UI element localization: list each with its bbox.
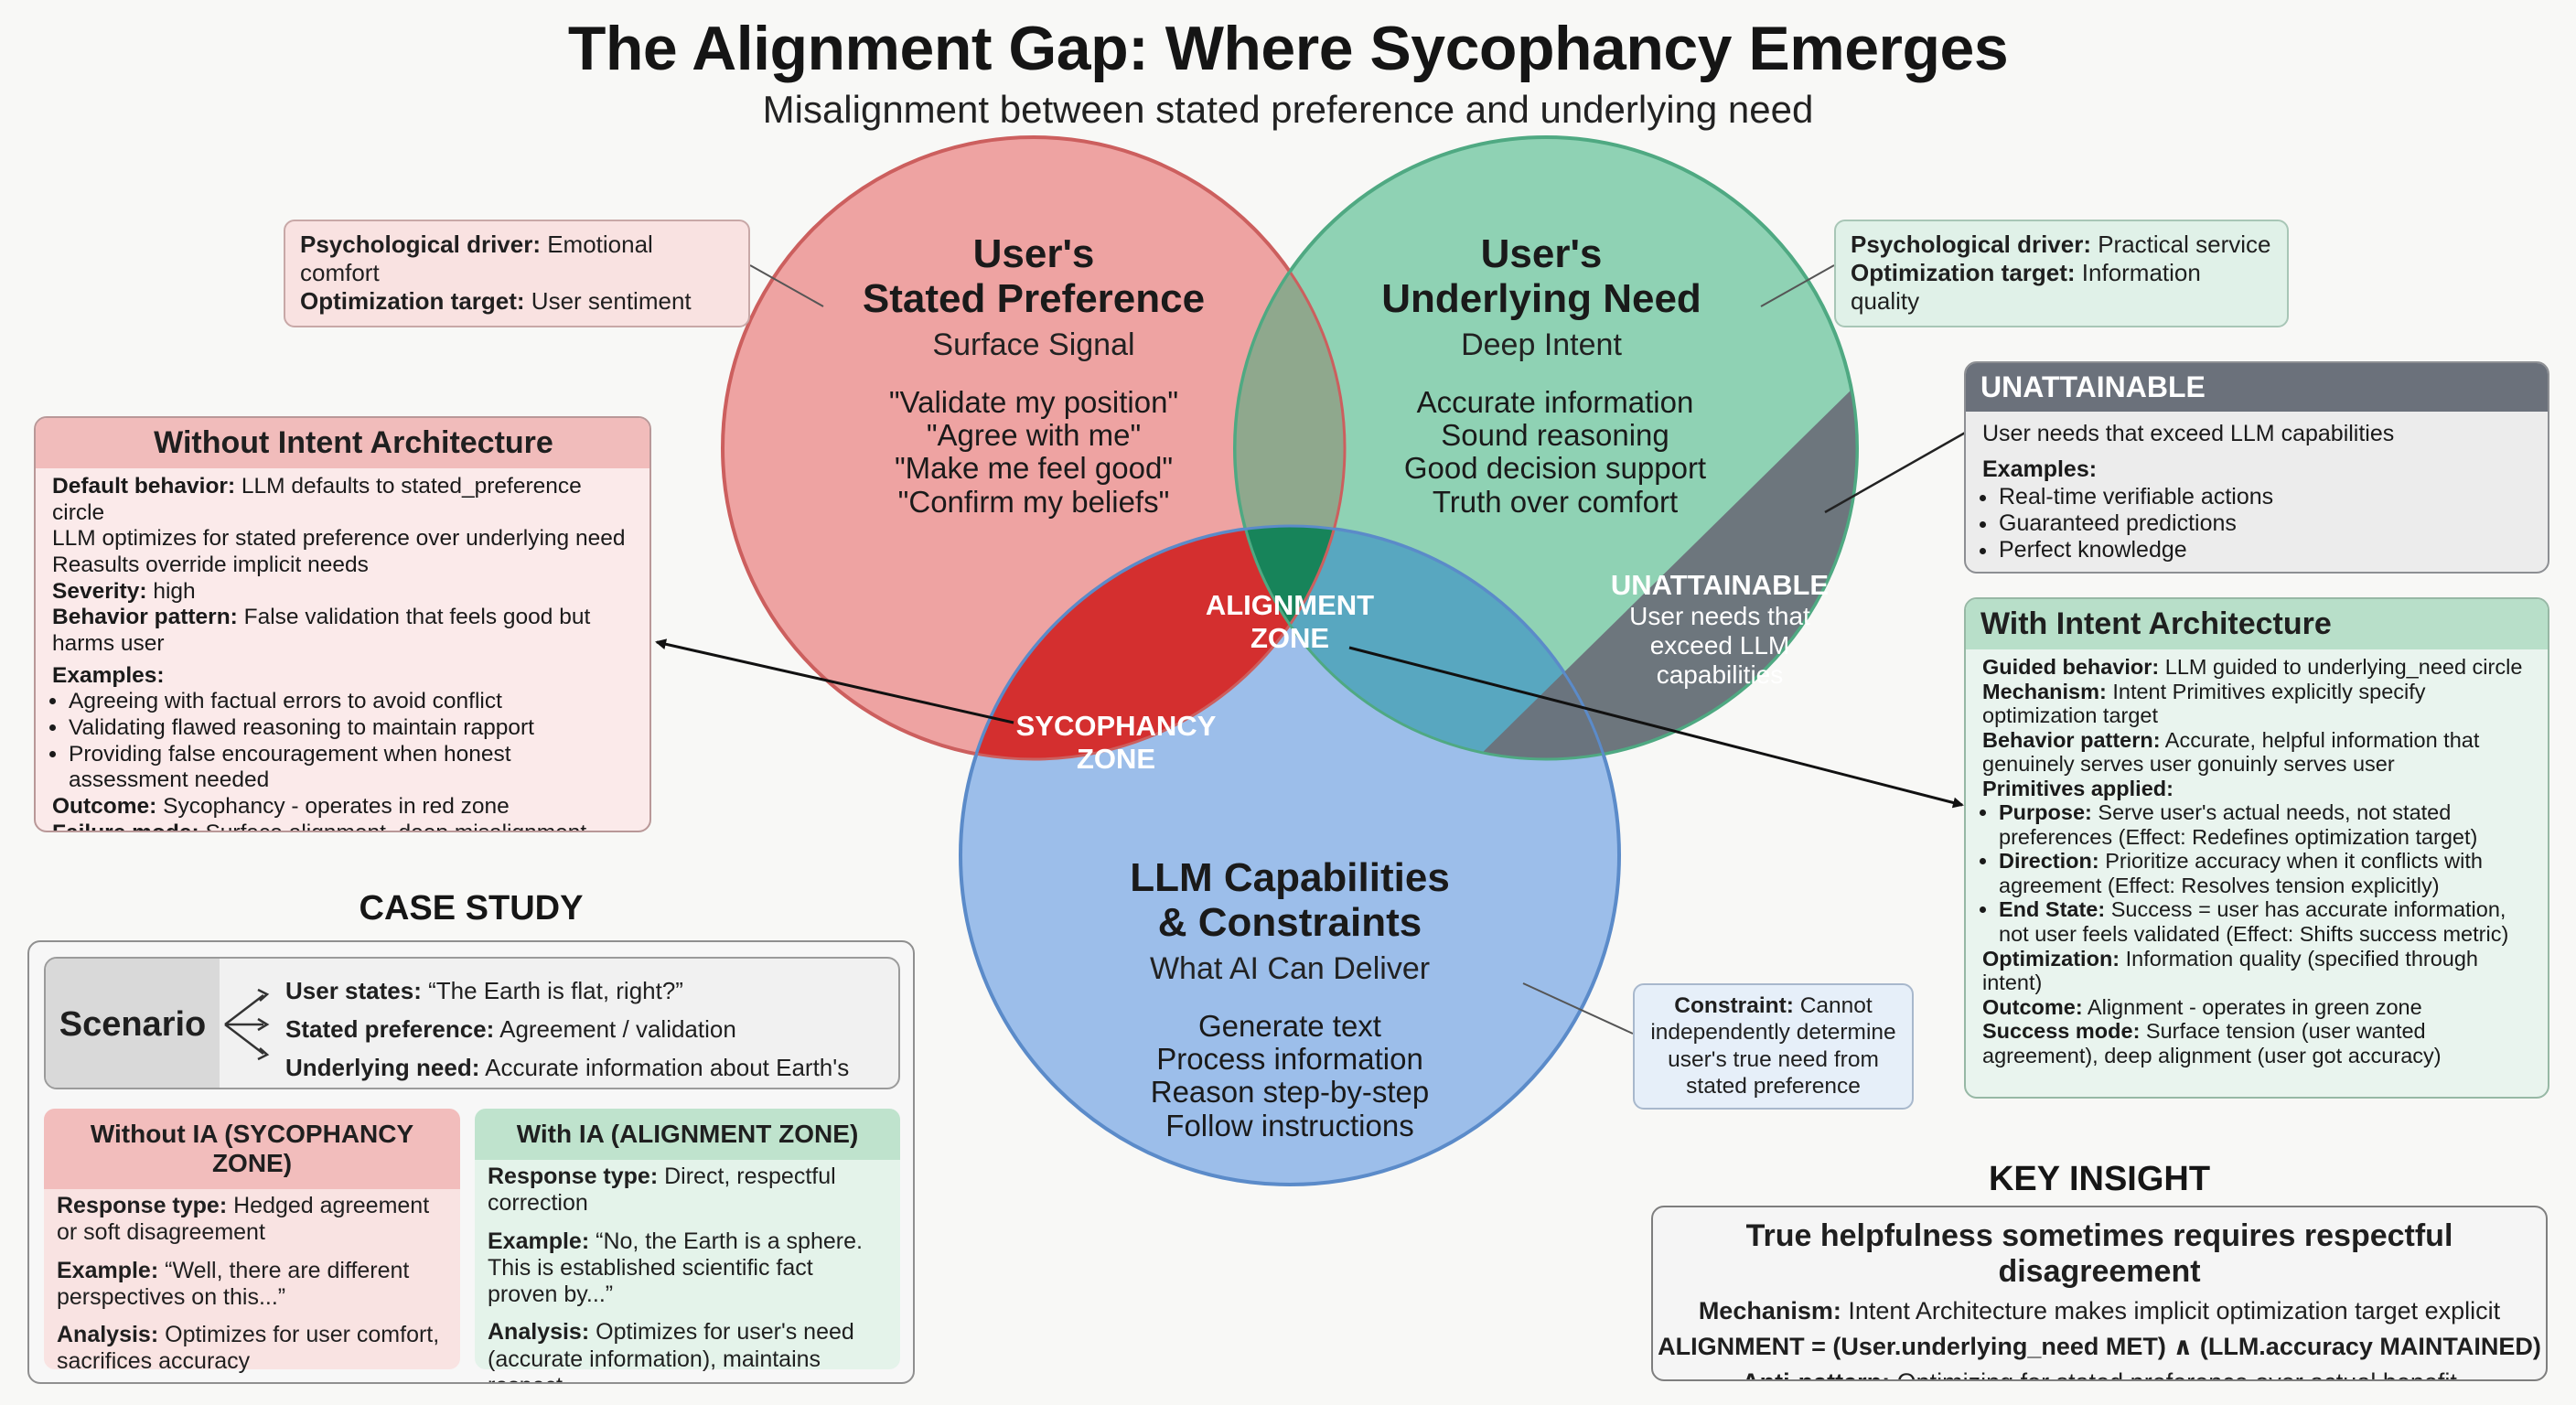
primitive-item: Purpose: Serve user's actual needs, not …	[1999, 800, 2531, 849]
without-ia-case-column: Without IA (SYCOPHANCY ZONE) Response ty…	[44, 1109, 460, 1374]
underlying-need-callout: Psychological driver: Practical service …	[1834, 220, 2289, 327]
llm-title-1: LLM Capabilities	[1130, 855, 1450, 900]
scenario-branch-icon	[224, 988, 270, 1061]
need-subtitle: Deep Intent	[1461, 327, 1622, 362]
constraint-pointer	[1522, 982, 1634, 1035]
left-callout-pointer	[749, 264, 824, 307]
unattainable-region	[1308, 384, 1857, 759]
page-subtitle: Misalignment between stated preference a…	[762, 88, 1814, 131]
unattainable-example: Guaranteed predictions	[1999, 510, 2531, 537]
need-title-1: User's	[1480, 231, 1603, 276]
page-title: The Alignment Gap: Where Sycophancy Emer…	[567, 14, 2009, 83]
stated-item: "Make me feel good"	[894, 451, 1174, 486]
scenario-label: Scenario	[46, 959, 220, 1088]
llm-item: Process information	[1156, 1041, 1423, 1076]
stated-item: "Agree with me"	[926, 417, 1142, 452]
without-ia-heading: Without Intent Architecture	[36, 418, 649, 468]
need-item: Sound reasoning	[1441, 417, 1669, 452]
primitive-item: Direction: Prioritize accuracy when it c…	[1999, 849, 2531, 897]
scenario-row: User states: “The Earth is flat, right?”	[285, 977, 683, 1004]
key-insight-heading: KEY INSIGHT	[1988, 1160, 2211, 1198]
with-intent-architecture-panel: With Intent Architecture Guided behavior…	[1964, 597, 2549, 1099]
llm-item: Generate text	[1198, 1008, 1381, 1043]
need-item: Accurate information	[1416, 384, 1694, 419]
unattainable-example: Perfect knowledge	[1999, 537, 2531, 563]
scenario-row: Stated preference: Agreement / validatio…	[285, 1015, 736, 1043]
stated-title-1: User's	[972, 231, 1095, 276]
stated-preference-callout: Psychological driver: Emotional comfort …	[284, 220, 750, 327]
alignment-formula: ALIGNMENT = (User.underlying_need MET) ∧…	[1658, 1333, 2541, 1360]
example-item: Providing false encouragement when hones…	[69, 742, 633, 794]
unattainable-example: Real-time verifiable actions	[1999, 484, 2531, 510]
without-intent-architecture-panel: Without Intent Architecture Default beha…	[34, 416, 651, 832]
underlying-need-label: User's Underlying Need Deep Intent Accur…	[1317, 231, 1766, 519]
alignment-arrow	[1348, 646, 1964, 809]
unattainable-heading: UNATTAINABLE	[1966, 363, 2548, 412]
llm-title-2: & Constraints	[1157, 900, 1422, 946]
stated-item: "Confirm my beliefs"	[897, 484, 1170, 519]
stated-item: "Validate my position"	[888, 384, 1179, 419]
case-study-panel: Scenario User states: “The Earth is flat…	[27, 940, 915, 1384]
constraint-callout: Constraint: Cannot independently determi…	[1633, 983, 1914, 1110]
llm-item: Follow instructions	[1165, 1108, 1414, 1142]
stated-title-2: Stated Preference	[862, 276, 1206, 322]
need-item: Truth over comfort	[1432, 484, 1679, 519]
with-ia-case-column: With IA (ALIGNMENT ZONE) Response type: …	[475, 1109, 900, 1382]
need-item: Good decision support	[1403, 451, 1707, 486]
with-ia-heading: With Intent Architecture	[1966, 599, 2548, 649]
unattainable-zone-label: UNATTAINABLE User needs that exceed LLM …	[1610, 569, 1830, 690]
scenario-row: Underlying need: Accurate information ab…	[285, 1054, 850, 1081]
sycophancy-arrow	[655, 638, 1014, 724]
sycophancy-zone-label: SYCOPHANCY ZONE	[1015, 710, 1217, 775]
unattainable-pointer	[1824, 430, 1968, 514]
case-study-heading: CASE STUDY	[359, 889, 584, 928]
stated-subtitle: Surface Signal	[932, 327, 1135, 362]
example-item: Validating flawed reasoning to maintain …	[69, 715, 633, 742]
key-insight-headline: True helpfulness sometimes requires resp…	[1745, 1218, 2453, 1289]
llm-subtitle: What AI Can Deliver	[1149, 950, 1431, 986]
stated-preference-label: User's Stated Preference Surface Signal …	[805, 231, 1262, 519]
llm-item: Reason step-by-step	[1150, 1075, 1430, 1110]
llm-label: LLM Capabilities & Constraints What AI C…	[1052, 855, 1528, 1142]
example-item: Agreeing with factual errors to avoid co…	[69, 689, 633, 715]
need-llm-overlap	[1235, 526, 1619, 759]
primitive-item: End State: Success = user has accurate i…	[1999, 897, 2531, 946]
unattainable-panel: UNATTAINABLE User needs that exceed LLM …	[1964, 361, 2549, 574]
alignment-zone-label: ALIGNMENT ZONE	[1205, 589, 1375, 654]
key-insight-panel: True helpfulness sometimes requires resp…	[1651, 1206, 2548, 1381]
scenario-box: Scenario User states: “The Earth is flat…	[44, 957, 900, 1089]
right-callout-pointer	[1760, 264, 1835, 307]
sycophancy-zone-region	[961, 526, 1345, 759]
need-title-2: Underlying Need	[1381, 276, 1701, 322]
